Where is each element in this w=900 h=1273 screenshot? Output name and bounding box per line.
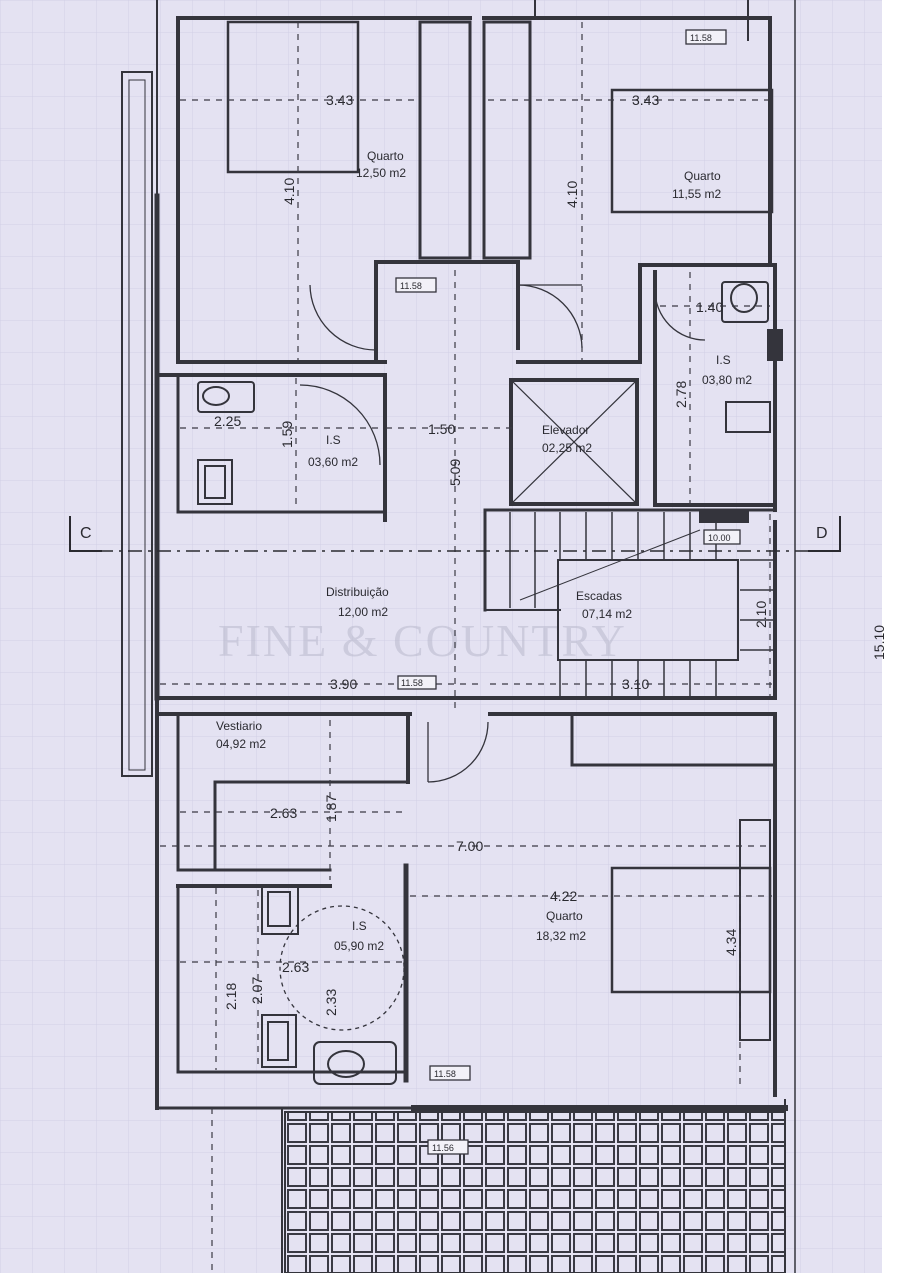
room-area-distribuicao: 12,00 m2 [338, 605, 388, 619]
dim-quarto-main-width: 4.22 [550, 888, 577, 904]
level-tag-5: 11.58 [434, 1069, 456, 1079]
room-name-escadas: Escadas [576, 589, 622, 603]
dim-escadas-width: 3.10 [622, 676, 649, 692]
dim-quarto-ne-height: 4.10 [564, 181, 580, 208]
fixtures [197, 281, 783, 1085]
room-area-quarto-main: 18,32 m2 [536, 929, 586, 943]
dim-escadas-height: 2.10 [753, 601, 769, 628]
level-tag-4: 10.00 [708, 533, 731, 543]
dim-quarto-nw-height: 4.10 [281, 178, 297, 205]
dim-corridor-width: 1.50 [428, 421, 455, 437]
room-area-is-ne: 03,80 m2 [702, 373, 752, 387]
room-area-is-sw: 05,90 m2 [334, 939, 384, 953]
room-name-distribuicao: Distribuição [326, 585, 389, 599]
room-name-quarto-main: Quarto [546, 909, 583, 923]
dim-distribuicao-width: 3.90 [330, 676, 357, 692]
level-tag-3: 11.58 [401, 678, 423, 688]
section-marker-d: D [816, 525, 828, 542]
watermark: FINE & COUNTRY [218, 615, 627, 666]
dim-is-w-height: 1.59 [279, 421, 295, 448]
dim-overall: 15.10 [871, 625, 887, 660]
room-name-vestiario: Vestiario [216, 719, 262, 733]
terrace-tiles [284, 1111, 786, 1273]
door-swings [279, 284, 706, 1031]
room-area-elevador: 02,25 m2 [542, 441, 592, 455]
room-name-quarto-ne: Quarto [684, 169, 721, 183]
dim-vestiario-height: 1.87 [323, 795, 339, 822]
room-name-quarto-nw: Quarto [367, 149, 404, 163]
dim-corridor-length: 5.09 [447, 459, 463, 486]
dim-is-w-width: 2.25 [214, 413, 241, 429]
dim-is-sw-width: 2.63 [282, 959, 309, 975]
room-name-elevador: Elevador [542, 423, 589, 437]
section-marker-c: C [80, 525, 92, 542]
stair-treads [509, 512, 774, 696]
room-area-vestiario: 04,92 m2 [216, 737, 266, 751]
dim-vestiario-width: 2.63 [270, 805, 297, 821]
level-tag-6: 11.56 [432, 1143, 454, 1153]
dim-is-sw-circle: 2.33 [323, 989, 339, 1016]
dim-quarto-main-height: 4.34 [723, 929, 739, 956]
room-name-is-ne: I.S [716, 353, 731, 367]
level-tag-1: 11.58 [690, 33, 712, 43]
room-area-quarto-nw: 12,50 m2 [356, 166, 406, 180]
room-area-escadas: 07,14 m2 [582, 607, 632, 621]
level-tag-2: 11.58 [400, 281, 422, 291]
room-name-is-w: I.S [326, 433, 341, 447]
dim-is-ne-width: 1.40 [696, 299, 723, 315]
section-line [69, 516, 841, 552]
dim-is-sw-height-b: 2.07 [249, 977, 265, 1004]
right-margin [882, 0, 900, 1273]
room-area-is-w: 03,60 m2 [308, 455, 358, 469]
room-area-quarto-ne: 11,55 m2 [672, 187, 721, 201]
level-tag-boxes [395, 29, 741, 1155]
dim-is-ne-height: 2.78 [673, 381, 689, 408]
dim-quarto-nw-width: 3.43 [326, 92, 353, 108]
dim-main-width: 7.00 [456, 838, 483, 854]
dim-is-sw-height-a: 2.18 [223, 983, 239, 1010]
room-name-is-sw: I.S [352, 919, 367, 933]
dim-quarto-ne-width: 3.43 [632, 92, 659, 108]
